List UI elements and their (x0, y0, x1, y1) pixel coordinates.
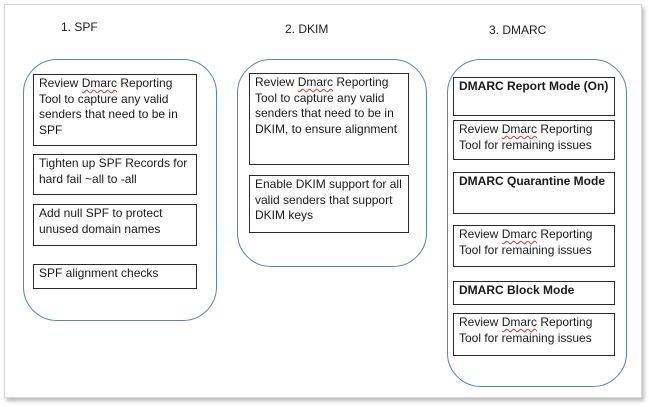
dmarc-step-quarantine-mode: DMARC Quarantine Mode (453, 172, 615, 214)
heading-dmarc: 3. DMARC (489, 23, 547, 37)
step-text-post: Reporting Tool for remaining issues (459, 227, 593, 257)
step-text-post: Reporting Tool for remaining issues (459, 315, 593, 345)
step-text-pre: Review (459, 315, 502, 329)
step-text: DMARC Block Mode (459, 283, 575, 297)
step-text: DMARC Report Mode (On) (459, 79, 609, 93)
dmarc-step-report-mode: DMARC Report Mode (On) (453, 77, 615, 116)
dkim-step-review-reporting: Review Dmarc Reporting Tool to capture a… (249, 73, 409, 165)
diagram-frame: 1. SPF 2. DKIM 3. DMARC Review Dmarc Rep… (4, 4, 642, 398)
spellcheck-word: Dmarc (81, 76, 118, 90)
dmarc-step-review-after-report: Review Dmarc Reporting Tool for remainin… (453, 120, 615, 160)
spf-step-review-reporting: Review Dmarc Reporting Tool to capture a… (33, 74, 197, 146)
step-text-post: Reporting Tool to capture any valid send… (255, 75, 398, 136)
dmarc-step-block-mode: DMARC Block Mode (453, 281, 615, 305)
step-text: Add null SPF to protect unused domain na… (39, 206, 163, 236)
step-text: SPF alignment checks (39, 266, 159, 280)
step-text-post: Reporting Tool to capture any valid send… (39, 76, 178, 137)
spellcheck-word: Dmarc (501, 227, 538, 241)
spf-step-alignment-checks: SPF alignment checks (33, 264, 197, 289)
step-text-pre: Review (39, 76, 82, 90)
heading-spf: 1. SPF (61, 20, 98, 34)
spf-step-null-spf: Add null SPF to protect unused domain na… (33, 204, 197, 246)
spellcheck-word: Dmarc (501, 315, 538, 329)
step-text: Enable DKIM support for all valid sender… (255, 177, 402, 222)
spellcheck-word: Dmarc (297, 75, 334, 89)
dmarc-step-review-after-quarantine: Review Dmarc Reporting Tool for remainin… (453, 225, 615, 267)
spf-step-tighten-records: Tighten up SPF Records for hard fail ~al… (33, 154, 197, 195)
heading-dkim: 2. DKIM (285, 22, 329, 36)
step-text-pre: Review (459, 122, 502, 136)
step-text: Tighten up SPF Records for hard fail ~al… (39, 156, 188, 186)
dkim-step-enable-support: Enable DKIM support for all valid sender… (249, 175, 409, 233)
step-text: DMARC Quarantine Mode (459, 174, 606, 188)
dmarc-step-review-after-block: Review Dmarc Reporting Tool for remainin… (453, 313, 615, 356)
step-text-pre: Review (459, 227, 502, 241)
step-text-pre: Review (255, 75, 298, 89)
spellcheck-word: Dmarc (501, 122, 538, 136)
step-text-post: Reporting Tool for remaining issues (459, 122, 593, 152)
